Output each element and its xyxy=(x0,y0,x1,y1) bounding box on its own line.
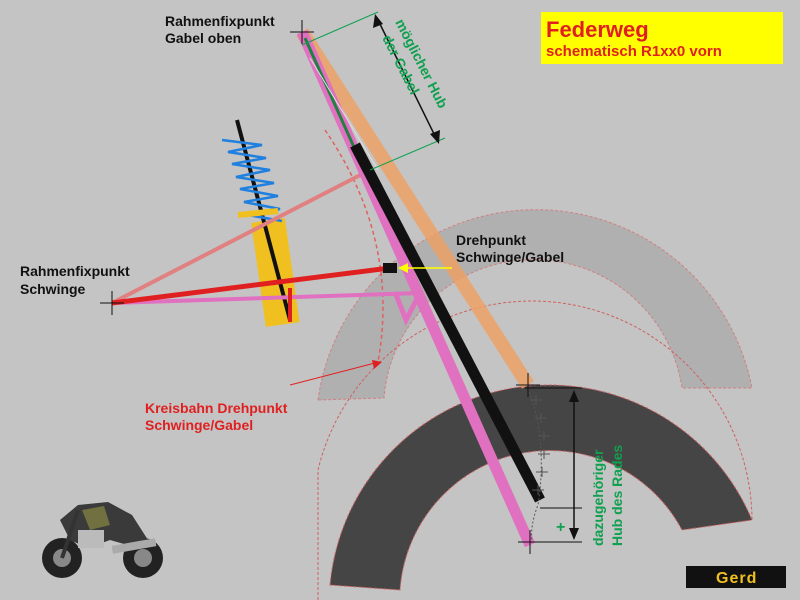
fork-green-line xyxy=(303,37,364,166)
title-box xyxy=(541,12,783,64)
wheel-arc xyxy=(329,384,753,591)
fork-travel-ext-bottom xyxy=(369,137,446,171)
label-pivot-2: Schwinge/Gabel xyxy=(456,249,564,265)
wheel-axle-top-marker xyxy=(516,373,540,397)
swingarm-lower xyxy=(111,291,421,305)
pivot-marker xyxy=(383,263,397,273)
label-frame-swingarm-1: Rahmenfixpunkt xyxy=(20,263,130,279)
fork-main-black xyxy=(350,142,545,503)
label-pivot-1: Drehpunkt xyxy=(456,232,526,248)
label-arc-1: Kreisbahn Drehpunkt xyxy=(145,400,288,416)
wheel-travel-ticks xyxy=(530,395,550,495)
label-frame-fork-top-1: Rahmenfixpunkt xyxy=(165,13,275,29)
label-frame-fork-top-2: Gabel oben xyxy=(165,30,241,46)
motorcycle-icon xyxy=(42,502,163,578)
pivot-pointer-arrow xyxy=(398,263,408,273)
fork-travel-arrow-top xyxy=(373,14,383,28)
spring-coil xyxy=(221,138,283,223)
wheel-arc-upper xyxy=(317,209,753,401)
label-wheel-travel-2: Hub des Rades xyxy=(609,445,625,546)
fork-travel-ext-top xyxy=(301,11,379,46)
swingarm-ghost xyxy=(111,168,371,305)
logo-box xyxy=(686,566,786,588)
arc-pointer-line xyxy=(289,362,376,386)
title-sub: schematisch R1xx0 vorn xyxy=(546,43,722,60)
fork-tube-top xyxy=(296,28,534,389)
wheel-travel-arrow-bottom xyxy=(569,528,579,540)
damper-rod xyxy=(235,119,292,321)
arc-pointer-arrow xyxy=(372,360,382,369)
label-wheel-travel-1: dazugehöriger xyxy=(590,449,606,546)
swingarm xyxy=(111,265,391,306)
wheel-axle-bottom-marker xyxy=(518,530,542,554)
fixpoint-swingarm-marker xyxy=(100,291,124,315)
title-main: Federweg xyxy=(546,17,649,42)
pivot-arc-path xyxy=(324,129,384,363)
fixpoint-fork-top-marker xyxy=(290,20,314,44)
wheel-travel-curve xyxy=(527,387,542,543)
pivot-brace xyxy=(392,291,423,327)
label-frame-swingarm-2: Schwinge xyxy=(20,281,86,297)
fork-pale-line xyxy=(309,57,379,171)
label-plus: + xyxy=(556,519,565,536)
wheel-travel-arrow-top xyxy=(569,390,579,402)
fork-travel-dim xyxy=(376,17,438,141)
fork-travel-arrow-bottom xyxy=(430,130,440,144)
logo-text: Gerd xyxy=(716,570,757,587)
label-arc-2: Schwinge/Gabel xyxy=(145,417,253,433)
spring-cap xyxy=(237,208,279,218)
